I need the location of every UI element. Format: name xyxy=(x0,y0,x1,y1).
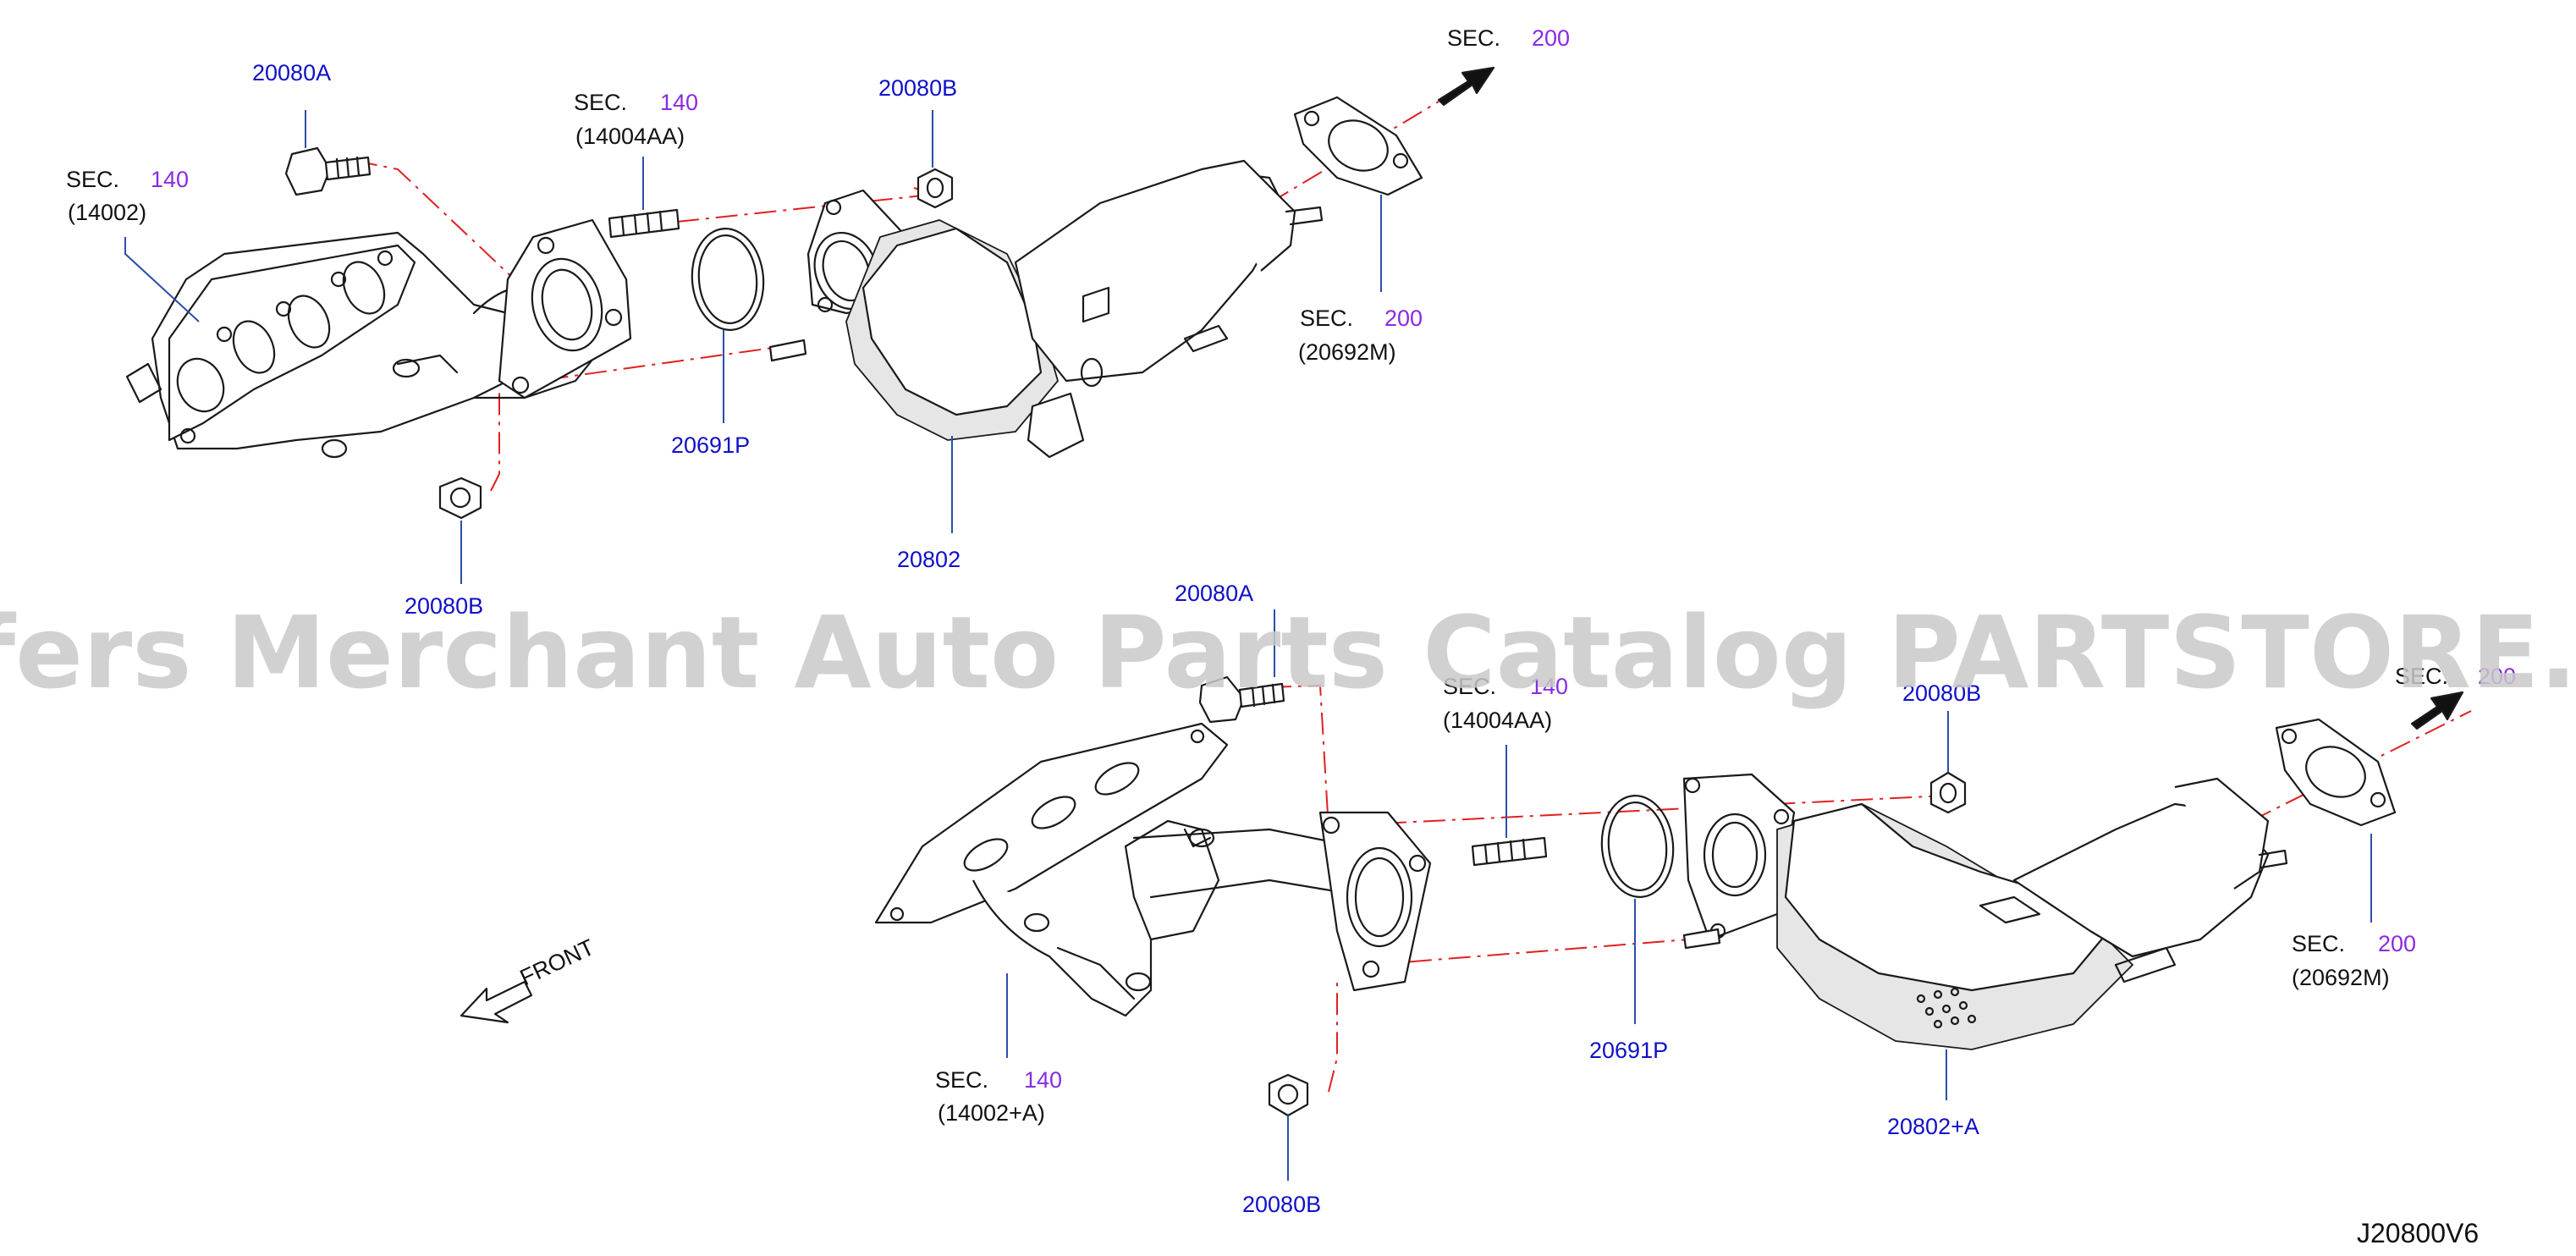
lower-labels: 20080A SEC. 140 (14004AA) 20080B SEC. 20… xyxy=(935,581,2516,1217)
lower-sec-140-manifold-ref: (14002+A) xyxy=(938,1100,1045,1126)
lower-centerline-bolt xyxy=(1269,684,1329,830)
lower-sec-200-top-num[interactable]: 200 xyxy=(2478,664,2516,689)
upper-nut-bottom xyxy=(438,477,482,520)
lower-sec-140-stud-ref: (14004AA) xyxy=(1443,708,1552,733)
lower-sec-200-arrow xyxy=(2410,691,2464,730)
upper-sec-200-top-prefix: SEC. xyxy=(1447,25,1500,51)
lower-assembly xyxy=(874,609,2472,1181)
upper-stud-14004AA xyxy=(608,208,680,239)
lower-stud-14004AA xyxy=(1471,836,1548,867)
upper-bolt-20080A xyxy=(284,146,372,196)
upper-sec-200-top-num[interactable]: 200 xyxy=(1532,25,1570,51)
lower-converter-label[interactable]: 20802+A xyxy=(1887,1114,1979,1139)
lower-sec-200-gasket-num[interactable]: 200 xyxy=(2378,931,2416,956)
upper-gasket-20691P xyxy=(691,228,765,331)
lower-sec-200-gasket-ref: (20692M) xyxy=(2292,965,2390,990)
upper-sec-140-stud-ref: (14004AA) xyxy=(575,124,685,149)
upper-sec-140-manifold-num[interactable]: 140 xyxy=(151,167,189,192)
upper-outlet-gasket xyxy=(1293,96,1423,196)
watermark: Offers Merchant Auto Parts Catalog PARTS… xyxy=(0,594,2576,711)
upper-sec-140-manifold-ref: (14002) xyxy=(68,200,146,225)
upper-sec-200-gasket-ref: (20692M) xyxy=(1298,339,1396,365)
lower-sec-200-top-prefix: SEC. xyxy=(2395,664,2448,689)
lower-nut-bottom xyxy=(1268,1073,1309,1117)
upper-nut-bottom-label[interactable]: 20080B xyxy=(405,593,483,619)
lower-bolt-label[interactable]: 20080A xyxy=(1175,581,1253,606)
front-arrow-icon xyxy=(460,980,533,1024)
upper-sec-140-stud-prefix: SEC. xyxy=(574,90,627,115)
lower-sec-140-stud-num[interactable]: 140 xyxy=(1530,674,1568,699)
lower-catalytic-converter xyxy=(1682,773,2288,1050)
upper-sec-200-arrow xyxy=(1437,66,1495,107)
upper-catalytic-converter xyxy=(768,159,1324,459)
upper-nut-top-label[interactable]: 20080B xyxy=(878,75,957,101)
lower-sec-140-manifold-num[interactable]: 140 xyxy=(1024,1067,1062,1093)
upper-centerline-nut-bottom xyxy=(490,389,500,492)
upper-gasket-label[interactable]: 20691P xyxy=(671,432,750,458)
lower-centerline-lower xyxy=(1370,939,1689,966)
upper-bolt-label[interactable]: 20080A xyxy=(252,60,331,85)
lower-bolt-20080A xyxy=(1198,675,1285,724)
upper-assembly xyxy=(124,66,1495,584)
upper-nut-top xyxy=(916,168,954,209)
front-direction-indicator: FRONT xyxy=(460,934,598,1024)
upper-sec-200-gasket-num[interactable]: 200 xyxy=(1384,306,1423,331)
front-label: FRONT xyxy=(516,934,598,990)
upper-manifold-flange xyxy=(498,218,632,399)
lower-exhaust-manifold xyxy=(874,722,1398,1017)
lower-outlet-gasket xyxy=(2275,718,2397,827)
lower-nut-top xyxy=(1929,771,1967,814)
lower-nut-bottom-label[interactable]: 20080B xyxy=(1242,1192,1321,1217)
lower-manifold-flange xyxy=(1318,811,1432,992)
lower-heat-shield-holes xyxy=(1916,987,1977,1029)
upper-centerline-stud xyxy=(676,194,932,223)
upper-sec-140-stud-num[interactable]: 140 xyxy=(660,90,698,115)
upper-sec-140-manifold-prefix: SEC. xyxy=(66,167,119,192)
lower-nut-top-label[interactable]: 20080B xyxy=(1902,680,1981,706)
lower-sec-140-manifold-prefix: SEC. xyxy=(935,1067,988,1093)
upper-sec-200-gasket-prefix: SEC. xyxy=(1300,306,1353,331)
upper-labels: SEC. 200 20080A SEC. 140 (14004AA) 20080… xyxy=(66,25,1570,619)
lower-sec-140-stud-prefix: SEC. xyxy=(1443,674,1496,699)
lower-centerline-nut-bottom xyxy=(1328,982,1338,1093)
diagram-id: J20800V6 xyxy=(2357,1218,2479,1248)
lower-gasket-20691P xyxy=(1600,795,1675,898)
upper-converter-label[interactable]: 20802 xyxy=(897,547,960,572)
lower-gasket-label[interactable]: 20691P xyxy=(1589,1038,1668,1063)
lower-sec-200-gasket-prefix: SEC. xyxy=(2292,931,2345,956)
